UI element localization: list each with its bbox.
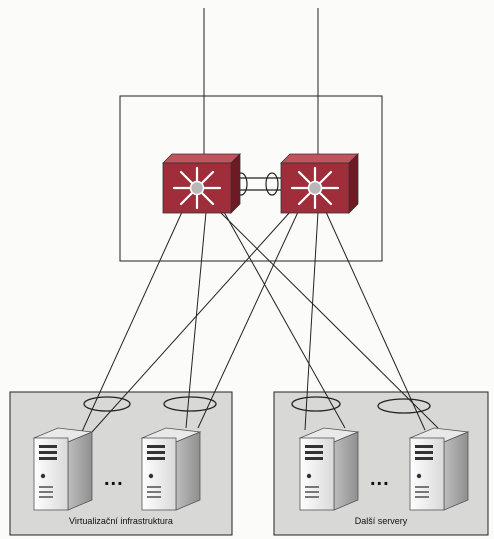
group-label-other-servers: Další servery xyxy=(354,516,408,526)
group-label-virtualization: Virtualizační infrastruktura xyxy=(69,516,173,526)
server-tower-icon xyxy=(140,427,202,511)
ellipsis-other-servers: ... xyxy=(370,468,390,490)
lag-ellipse-server-4 xyxy=(377,398,431,414)
lag-ellipse-server-1 xyxy=(83,396,131,412)
lag-ellipses xyxy=(83,396,431,414)
ellipsis-virtualization: ... xyxy=(104,468,124,490)
server-tower-icon xyxy=(298,427,360,511)
server-tower-icon xyxy=(408,427,470,511)
multilayer-switch-icon xyxy=(162,153,241,214)
downlinks xyxy=(79,211,439,437)
lag-ellipse-server-3 xyxy=(291,396,341,412)
server-tower-icon xyxy=(32,427,94,511)
multilayer-switch-icon xyxy=(280,153,359,214)
lag-ellipse-server-2 xyxy=(163,396,217,412)
